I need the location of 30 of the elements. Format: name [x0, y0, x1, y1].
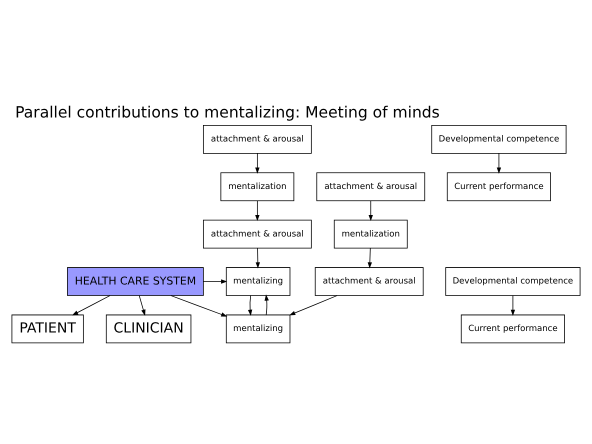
- node-box: Current performance: [460, 314, 565, 343]
- arrow: [255, 152, 260, 174]
- node-box: attachment & arousal: [202, 124, 312, 154]
- arrow: [289, 294, 338, 315]
- arrow: [510, 294, 516, 316]
- arrow: [264, 294, 269, 315]
- arrow: [203, 278, 228, 284]
- arrow: [256, 247, 260, 268]
- node-box: attachment & arousal: [316, 172, 426, 201]
- node-box: mentalizing: [226, 266, 290, 296]
- node-box: Developmental competence: [431, 124, 566, 154]
- node-box: attachment & arousal: [314, 266, 424, 296]
- arrow: [368, 200, 373, 221]
- node-box: HEALTH CARE SYSTEM: [67, 266, 204, 296]
- arrow: [248, 294, 252, 316]
- arrow: [255, 200, 260, 221]
- node-box: mentalization: [334, 219, 408, 248]
- node-box: CLINICIAN: [106, 314, 192, 343]
- node-box: attachment & arousal: [202, 219, 312, 248]
- node-box: mentalizing: [226, 314, 290, 343]
- node-box: mentalization: [220, 172, 294, 201]
- arrow: [72, 294, 110, 315]
- arrow: [138, 294, 146, 316]
- arrow: [496, 152, 502, 174]
- node-box: Developmental competence: [445, 266, 580, 296]
- diagram-title: Parallel contributions to mentalizing: Meeting of minds: [15, 103, 440, 122]
- node-box: PATIENT: [12, 314, 84, 343]
- arrow: [368, 247, 372, 268]
- arrow: [170, 294, 228, 316]
- node-box: Current performance: [446, 172, 551, 201]
